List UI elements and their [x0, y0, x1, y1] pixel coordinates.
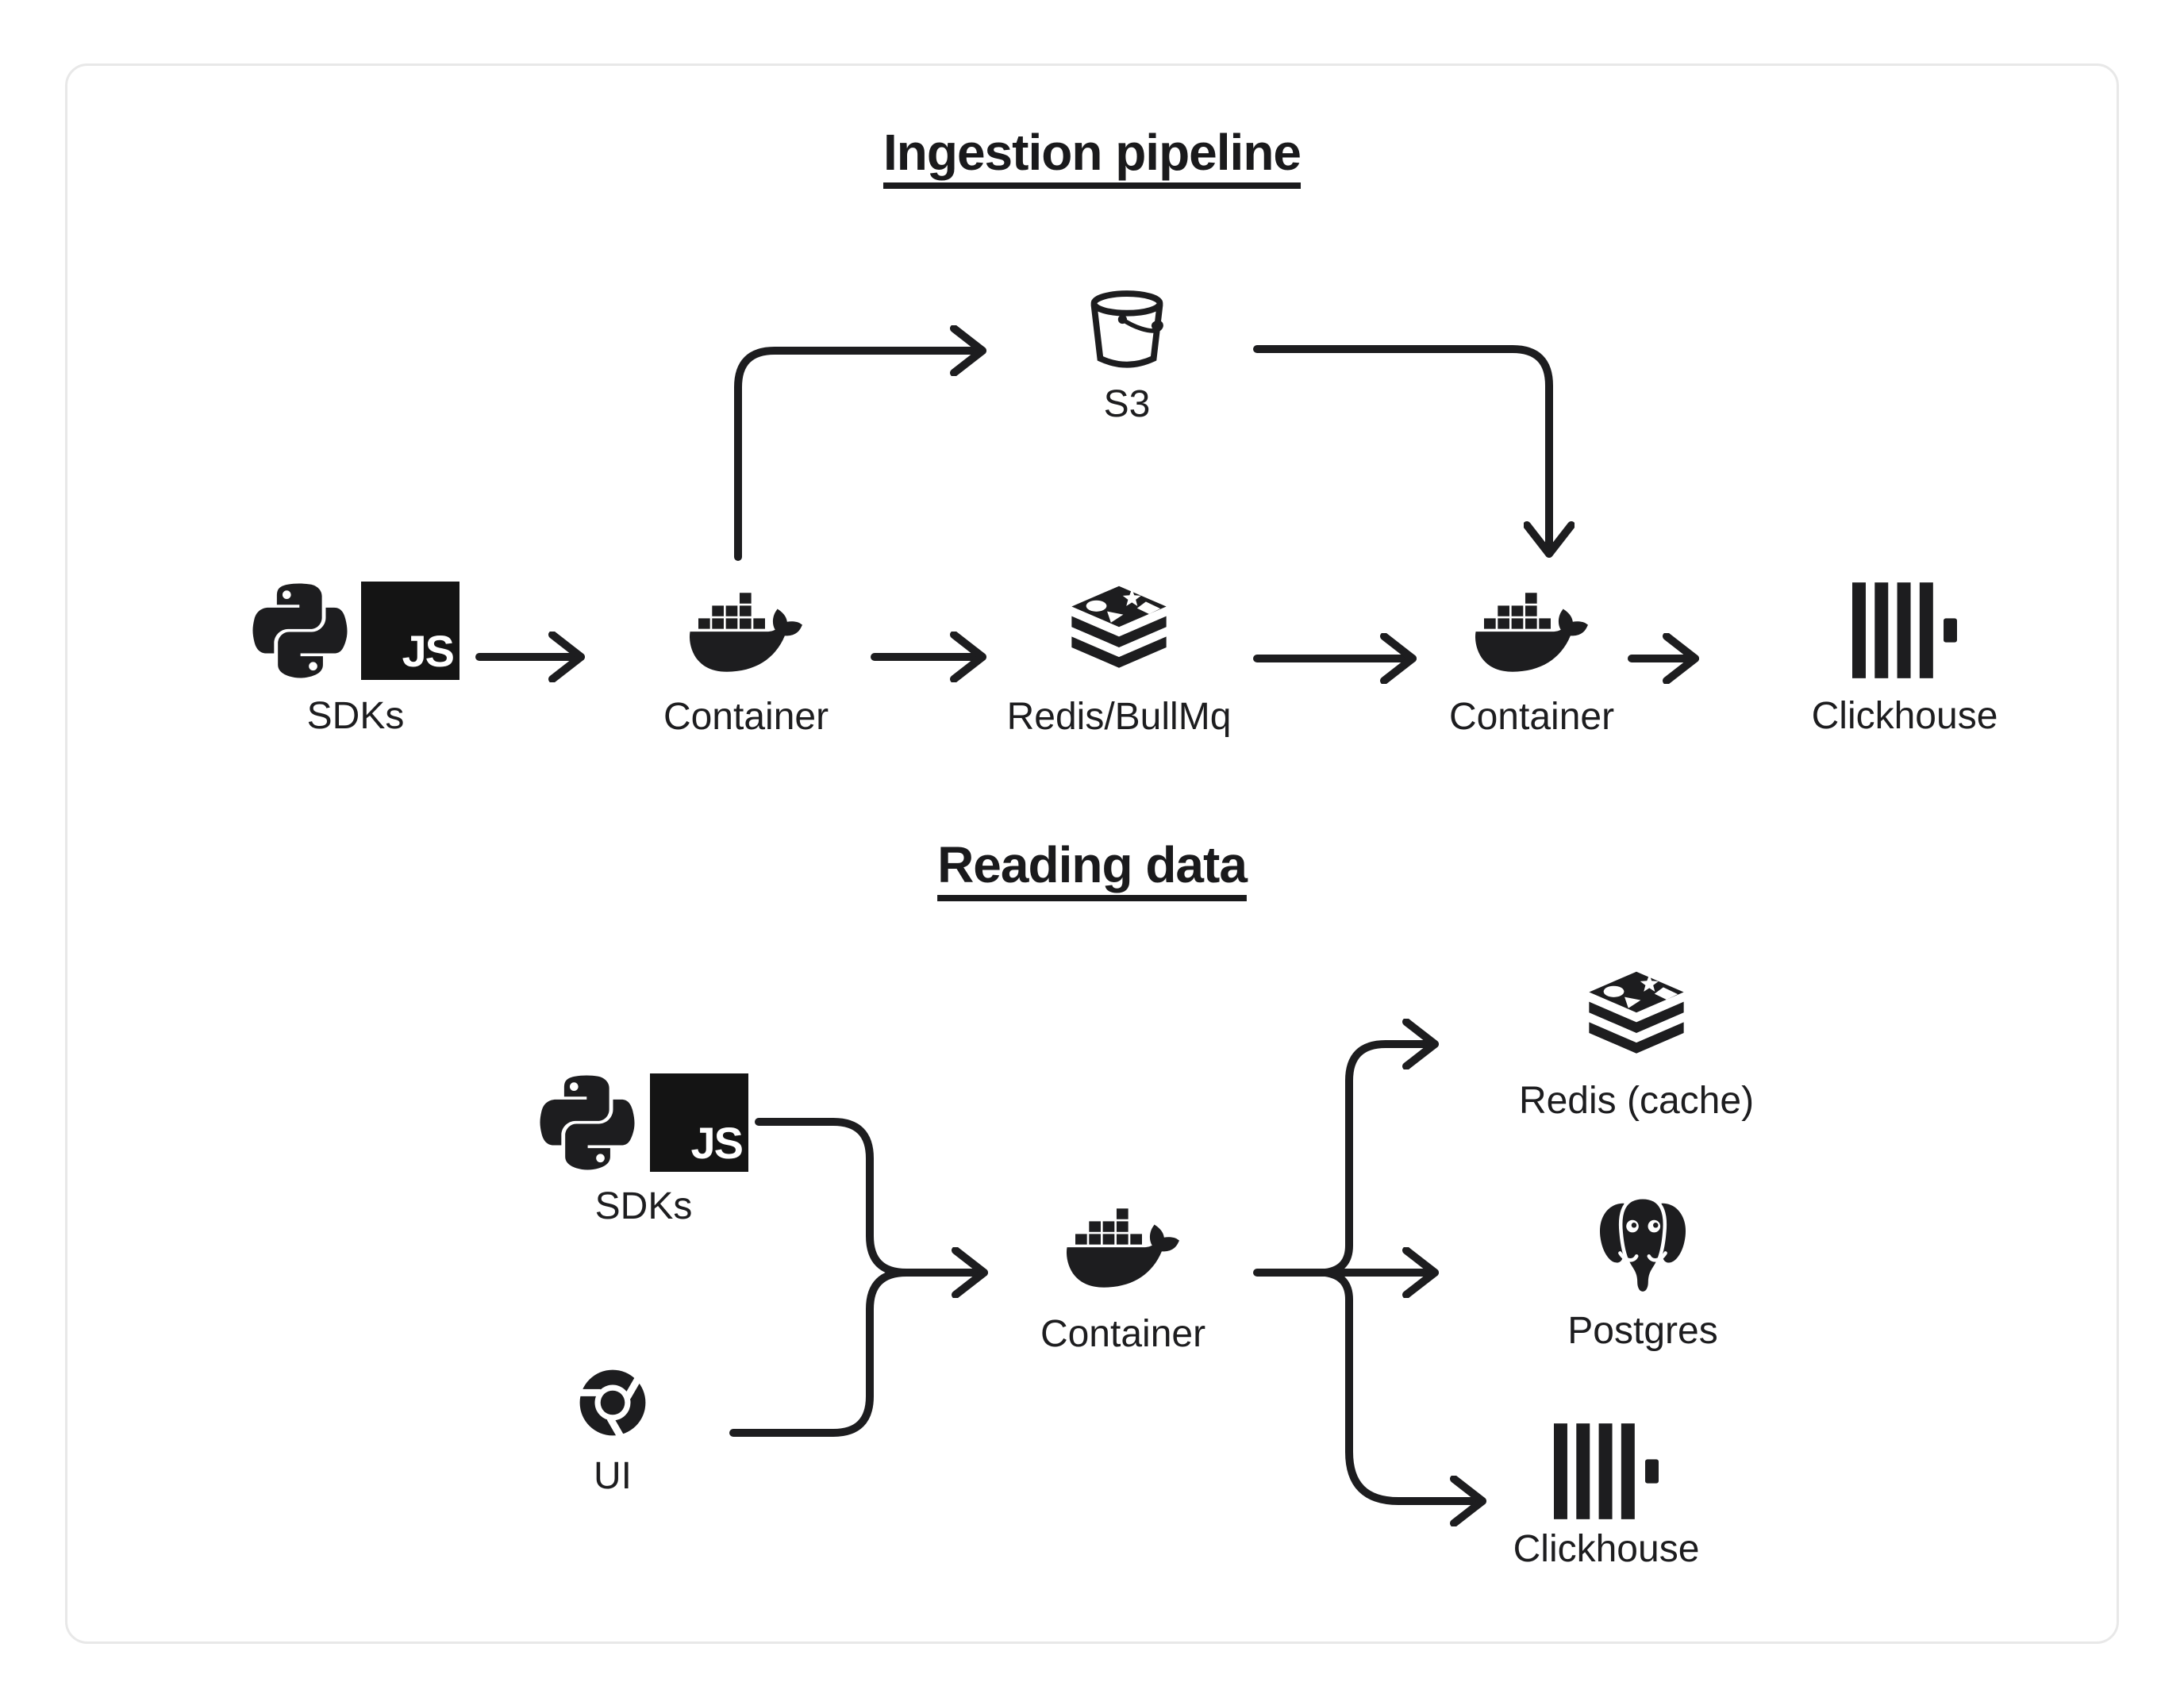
- s3-bucket-icon: [1082, 286, 1171, 374]
- node-container-read: Container: [1012, 1203, 1234, 1357]
- node-sdks-ingestion: JS SDKs: [244, 577, 467, 739]
- postgres-icon: [1591, 1193, 1694, 1296]
- docker-icon: [1067, 1203, 1179, 1293]
- node-label: Container: [1448, 696, 1615, 738]
- node-label: SDKs: [306, 695, 405, 737]
- redis-icon: [1582, 970, 1690, 1066]
- js-badge-text: JS: [690, 1118, 744, 1168]
- section-title-reading: Reading data: [937, 836, 1248, 893]
- node-label: S3: [1103, 383, 1151, 425]
- node-redis-queue: Redis/BullMq: [1006, 584, 1232, 739]
- python-icon: [252, 577, 348, 685]
- python-icon: [539, 1069, 636, 1177]
- node-label: Clickhouse: [1811, 695, 1998, 737]
- node-clickhouse-ingest: Clickhouse: [1794, 582, 2016, 739]
- node-label: Redis/BullMq: [1006, 696, 1232, 738]
- node-ui: UI: [517, 1367, 708, 1499]
- node-label: Postgres: [1567, 1310, 1718, 1352]
- javascript-icon: JS: [650, 1073, 748, 1172]
- node-label: Container: [1040, 1313, 1206, 1355]
- node-label: Container: [663, 696, 829, 738]
- node-sdks-reading: JS SDKs: [533, 1069, 755, 1229]
- js-badge-text: JS: [402, 626, 455, 676]
- redis-icon: [1065, 584, 1173, 681]
- clickhouse-icon: [1554, 1423, 1659, 1519]
- node-label: SDKs: [594, 1185, 693, 1227]
- node-postgres: Postgres: [1516, 1193, 1770, 1354]
- node-container-worker: Container: [1421, 587, 1643, 739]
- node-clickhouse-read: Clickhouse: [1495, 1423, 1717, 1572]
- node-label: Clickhouse: [1513, 1528, 1700, 1570]
- clickhouse-icon: [1852, 582, 1957, 678]
- diagram-card: [65, 63, 2119, 1644]
- sdks-icons: JS: [539, 1069, 748, 1177]
- node-label: Redis (cache): [1518, 1080, 1755, 1122]
- javascript-icon: JS: [361, 582, 459, 680]
- node-redis-cache: Redis (cache): [1509, 970, 1763, 1123]
- docker-icon: [690, 587, 802, 678]
- sdks-icons: JS: [252, 577, 459, 685]
- node-s3: S3: [1032, 286, 1222, 427]
- node-container-ingest: Container: [635, 587, 857, 739]
- docker-icon: [1475, 587, 1588, 678]
- section-title-ingestion: Ingestion pipeline: [882, 124, 1302, 181]
- node-label: UI: [594, 1455, 632, 1497]
- chrome-icon: [577, 1367, 648, 1438]
